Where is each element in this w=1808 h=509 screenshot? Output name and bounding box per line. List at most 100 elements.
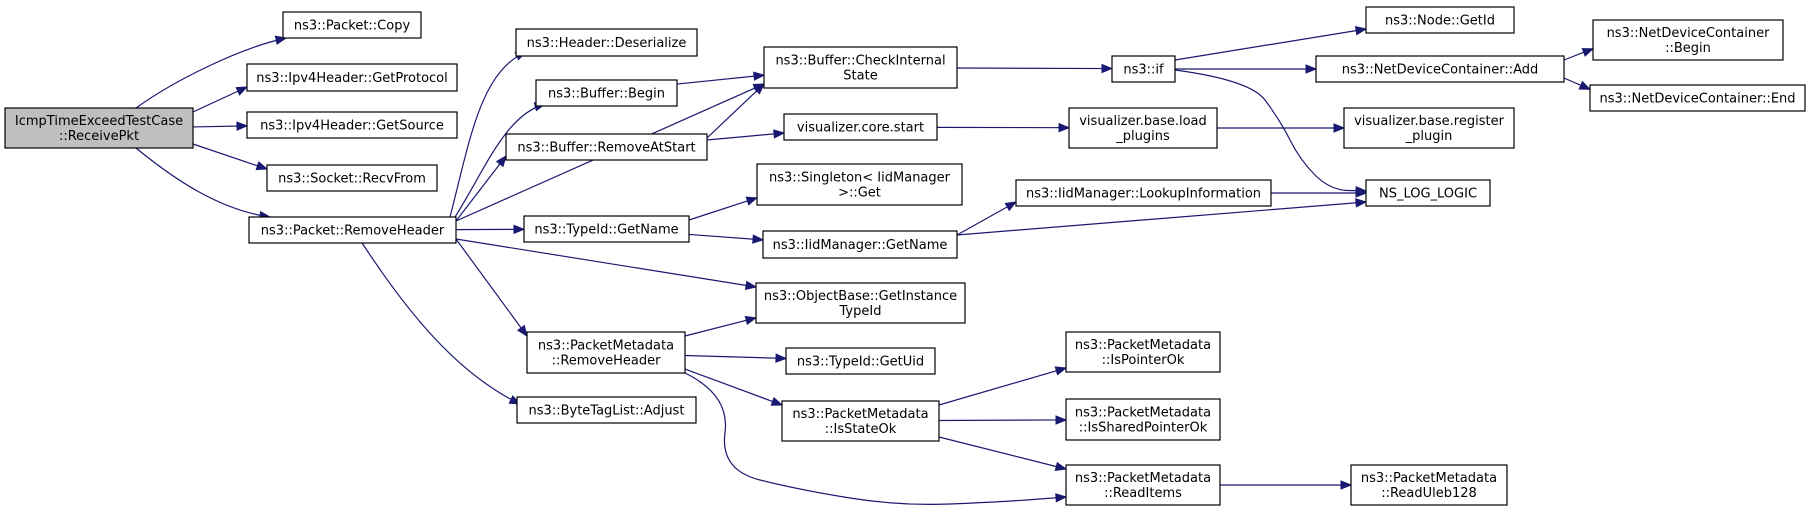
node-vis-core-start[interactable]: visualizer.core.start: [783, 113, 938, 141]
node-header-deserialize[interactable]: ns3::Header::Deserialize: [515, 28, 698, 57]
arrow-head: [1055, 493, 1068, 503]
edge-line: [449, 51, 527, 218]
node-label: ns3::Ipv4Header::GetSource: [260, 119, 444, 134]
arrow-head: [495, 154, 507, 168]
edge-ns3_if-to-ndc_add: [1175, 64, 1318, 74]
node-pm-ispointerok[interactable]: ns3::PacketMetadata::IsPointerOk: [1065, 331, 1221, 373]
edge-line: [454, 103, 546, 218]
node-ipv4-getprotocol[interactable]: ns3::Ipv4Header::GetProtocol: [246, 63, 458, 92]
node-pm-issharedpointerok[interactable]: ns3::PacketMetadata::IsSharedPointerOk: [1065, 398, 1221, 441]
node-socket-recvfrom[interactable]: ns3::Socket::RecvFrom: [266, 164, 438, 192]
node-ndc-end[interactable]: ns3::NetDeviceContainer::End: [1589, 84, 1806, 112]
node-box: [1111, 55, 1176, 83]
edge-typeid_getname-to-iid_getname: [688, 233, 765, 244]
node-label: ns3::Packet::RemoveHeader: [261, 224, 445, 239]
node-root[interactable]: IcmpTimeExceedTestCase::ReceivePkt: [4, 107, 194, 149]
edge-pm_isstateok-to-pm_ispointerok: [938, 366, 1068, 406]
node-label: visualizer.core.start: [797, 121, 924, 136]
edge-packet_removeheader-to-buffer_removeatstart: [455, 154, 507, 222]
node-iid-getname[interactable]: ns3::IidManager::GetName: [762, 230, 958, 259]
edge-ns3_if-to-ns_log_logic: [1174, 69, 1368, 196]
node-ipv4-getsource[interactable]: ns3::Ipv4Header::GetSource: [246, 111, 458, 139]
node-bytetaglist-adjust[interactable]: ns3::ByteTagList::Adjust: [516, 396, 697, 424]
edge-root-to-socket_recvfrom: [192, 143, 269, 171]
node-pm-removeheader[interactable]: ns3::PacketMetadata::RemoveHeader: [526, 331, 686, 374]
edge-line: [455, 155, 507, 222]
arrow-head: [255, 161, 269, 171]
edge-line: [956, 67, 1113, 70]
edge-line: [684, 317, 757, 337]
node-box: [515, 28, 698, 57]
arrow-head: [775, 353, 788, 363]
node-vis-base-load[interactable]: visualizer.base.load_plugins: [1068, 107, 1218, 149]
node-box: [785, 347, 936, 375]
node-label: ns3::PacketMetadata: [792, 407, 928, 422]
edge-ndc_add-to-ndc_begin: [1563, 48, 1595, 61]
edge-ns3_if-to-node_getid: [1174, 26, 1368, 61]
edge-line: [455, 238, 528, 337]
node-buffer-begin[interactable]: ns3::Buffer::Begin: [535, 79, 678, 107]
edge-pm_isstateok-to-pm_issharedpointerok: [938, 415, 1068, 425]
node-ns3-if[interactable]: ns3::if: [1111, 55, 1176, 83]
node-box: [505, 133, 708, 161]
edge-pm_removeheader-to-typeid_getuid: [684, 353, 788, 363]
node-pm-readuleb128[interactable]: ns3::PacketMetadata::ReadUleb128: [1350, 464, 1508, 506]
node-packet-removeheader[interactable]: ns3::Packet::RemoveHeader: [248, 216, 457, 244]
node-label: ns3::PacketMetadata: [1075, 406, 1211, 421]
node-ndc-add[interactable]: ns3::NetDeviceContainer::Add: [1315, 55, 1565, 83]
node-label: visualizer.base.register: [1354, 114, 1505, 129]
edge-line: [192, 143, 268, 170]
node-label: ns3::TypeId::GetName: [534, 223, 678, 238]
arrow-head: [516, 324, 528, 338]
edge-line: [676, 74, 765, 85]
arrow-head: [1578, 80, 1592, 90]
edge-packet_removeheader-to-bytetaglist_adjust: [361, 242, 522, 405]
node-ns-log-logic[interactable]: NS_LOG_LOGIC: [1365, 179, 1491, 207]
node-box: [1065, 331, 1221, 373]
node-label: ::ReadItems: [1104, 486, 1182, 501]
node-iid-lookup[interactable]: ns3::IidManager::LookupInformation: [1015, 179, 1272, 207]
node-box: [535, 79, 678, 107]
arrow-head: [1355, 185, 1368, 196]
edge-vis_core_start-to-vis_base_load: [936, 122, 1071, 133]
node-node-getid[interactable]: ns3::Node::GetId: [1365, 6, 1515, 34]
node-box: [246, 63, 458, 92]
arrow-head: [1355, 198, 1368, 208]
node-label: ns3::NetDeviceContainer::Add: [1342, 63, 1539, 78]
node-typeid-getuid[interactable]: ns3::TypeId::GetUid: [785, 347, 936, 375]
edge-line: [706, 83, 765, 139]
arrow-head: [770, 396, 784, 406]
edge-vis_base_load-to-vis_base_register: [1217, 123, 1346, 133]
edge-root-to-ipv4_getprotocol: [192, 86, 249, 113]
arrow-head: [1054, 366, 1068, 376]
edge-packet_removeheader-to-typeid_getname: [455, 224, 526, 235]
edge-line: [361, 242, 521, 405]
node-typeid-getname[interactable]: ns3::TypeId::GetName: [523, 215, 690, 243]
node-vis-base-register[interactable]: visualizer.base.register_plugin: [1343, 107, 1515, 149]
node-singleton-get[interactable]: ns3::Singleton< IidManager>::Get: [756, 163, 963, 206]
node-buffer-removeatstart[interactable]: ns3::Buffer::RemoveAtStart: [505, 133, 708, 161]
arrow-head: [1354, 26, 1368, 36]
node-box: [266, 164, 438, 192]
node-label: ::ReceivePkt: [59, 129, 139, 144]
arrow-head: [1004, 201, 1018, 212]
arrow-head: [236, 121, 249, 131]
node-pm-readitems[interactable]: ns3::PacketMetadata::ReadItems: [1065, 464, 1221, 506]
node-box: [282, 11, 422, 39]
arrow-head: [513, 224, 526, 235]
edge-pm_removeheader-to-objectbase_getinstance: [684, 315, 758, 337]
node-packet-copy[interactable]: ns3::Packet::Copy: [282, 11, 422, 39]
node-box: [1065, 464, 1221, 506]
node-label: TypeId: [839, 304, 882, 319]
arrow-head: [1581, 48, 1595, 57]
node-label: ns3::Socket::RecvFrom: [278, 172, 426, 187]
node-pm-isstateok[interactable]: ns3::PacketMetadata::IsStateOk: [781, 400, 940, 442]
node-label: ns3::IidManager::GetName: [773, 238, 948, 253]
node-box: [783, 113, 938, 141]
edge-line: [706, 132, 785, 141]
node-label: ns3::PacketMetadata: [1075, 338, 1211, 353]
node-ndc-begin[interactable]: ns3::NetDeviceContainer::Begin: [1592, 19, 1784, 61]
